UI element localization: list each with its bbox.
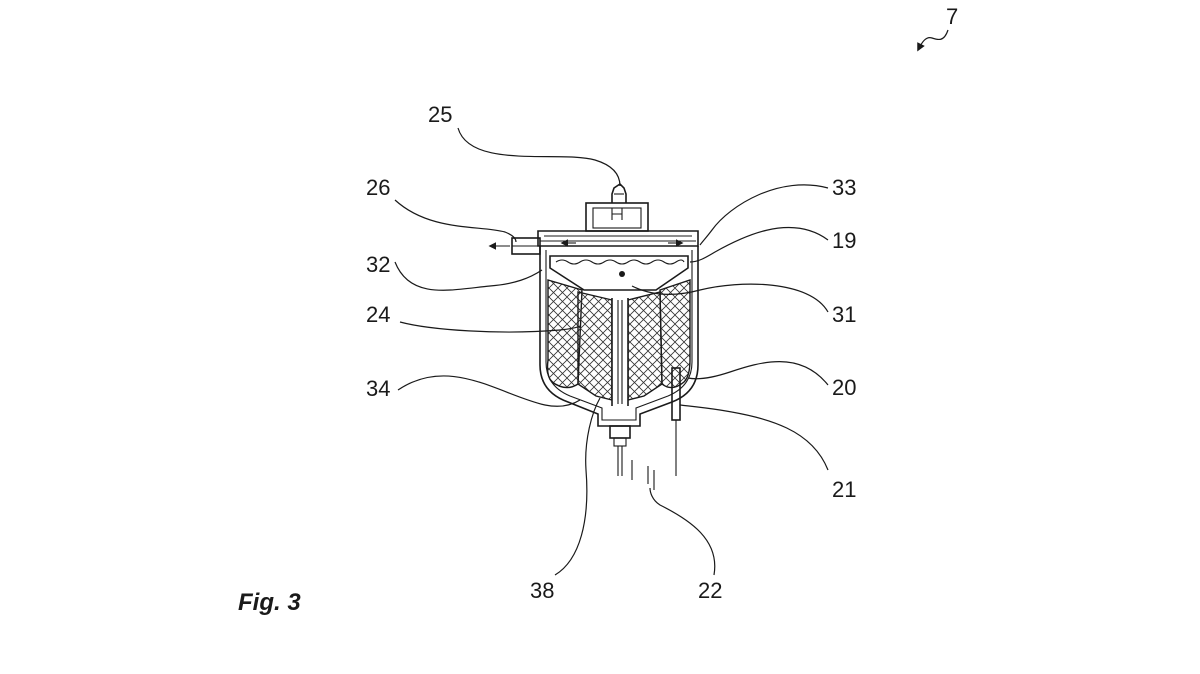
ref-numeral-24: 24	[366, 302, 390, 327]
ref-numeral-20: 20	[832, 375, 856, 400]
figure-caption: Fig. 3	[238, 589, 301, 616]
ref-numeral-38: 38	[530, 578, 554, 603]
bottom-outlet	[609, 425, 655, 490]
top-cap	[585, 182, 649, 232]
ref-numeral-19: 19	[832, 228, 856, 253]
ref-numeral-32: 32	[366, 252, 390, 277]
ref-numeral-25: 25	[428, 102, 452, 127]
ref-numeral-31: 31	[832, 302, 856, 327]
liquid-droplet	[619, 271, 625, 277]
upper-chamber	[549, 255, 689, 291]
lid	[537, 230, 699, 247]
reference-numerals: 7 25 26 33 19 32 31 24 20 34 21 38 22	[366, 4, 958, 603]
ref-numeral-26: 26	[366, 175, 390, 200]
leader-lines	[394, 29, 949, 576]
ref-numeral-7: 7	[946, 4, 958, 29]
ref-numeral-22: 22	[698, 578, 722, 603]
side-sensor-right	[671, 367, 681, 476]
ref-numeral-34: 34	[366, 376, 390, 401]
ref-numeral-33: 33	[832, 175, 856, 200]
filter-elements	[546, 279, 691, 406]
filter-device-drawing	[488, 182, 699, 490]
ref-numeral-21: 21	[832, 477, 856, 502]
